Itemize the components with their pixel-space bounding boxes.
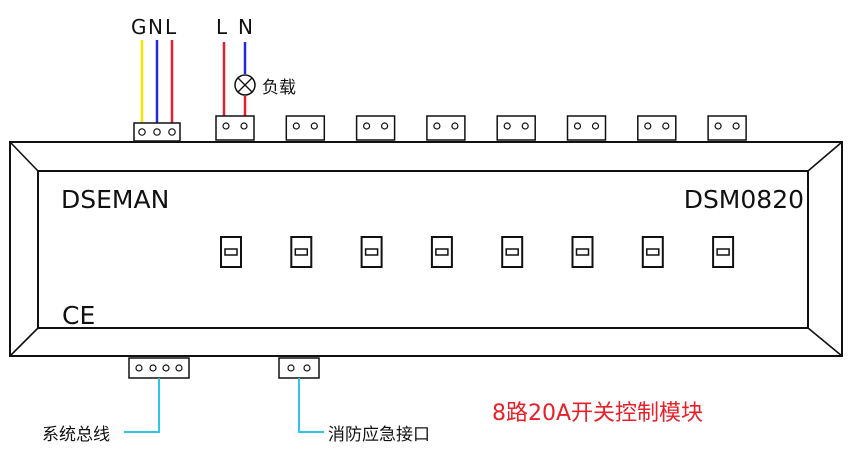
- terminal-screw: [292, 122, 300, 130]
- power-input-wires: G N L: [131, 15, 177, 130]
- terminal-screw: [732, 122, 740, 130]
- terminal-screw: [644, 122, 652, 130]
- model-label: DSM0820: [684, 185, 804, 214]
- relay-output-terminals: [215, 115, 747, 141]
- relay-terminal-2: [285, 115, 326, 141]
- ce-mark: CE: [62, 301, 95, 330]
- fire-interface-terminal: 消防应急接口: [278, 357, 430, 445]
- terminal-screw: [310, 122, 318, 130]
- terminal-screw: [521, 122, 529, 130]
- terminal-screw: [222, 122, 230, 130]
- module-body: DSEMAN DSM0820 CE: [9, 141, 843, 357]
- terminal-screw: [287, 364, 295, 372]
- terminal-screw: [381, 122, 389, 130]
- product-title: 8路20A开关控制模块: [492, 401, 703, 426]
- power-terminal-block: [133, 122, 181, 142]
- manual-switch-2[interactable]: [290, 236, 313, 268]
- fire-interface-label: 消防应急接口: [328, 425, 430, 445]
- terminal-screw: [175, 364, 183, 372]
- terminal-screw: [149, 364, 157, 372]
- manual-switches: [220, 236, 735, 268]
- terminal-screw: [240, 122, 248, 130]
- terminal-screw: [451, 122, 459, 130]
- relay-terminal-3: [355, 115, 396, 141]
- terminal-screw: [162, 364, 170, 372]
- relay-terminal-8: [707, 115, 747, 141]
- fire-interface-leader: [298, 378, 324, 433]
- relay-terminal-5: [496, 115, 536, 141]
- load-label: 负载: [262, 78, 296, 98]
- terminal-screw: [153, 128, 161, 136]
- terminal-screw: [714, 122, 722, 130]
- module-inner-panel: [37, 170, 809, 329]
- manual-switch-4[interactable]: [430, 236, 453, 268]
- terminal-screw: [433, 122, 441, 130]
- brand-label: DSEMAN: [61, 185, 169, 214]
- terminal-screw: [168, 128, 176, 136]
- terminal-screw: [662, 122, 670, 130]
- relay-terminal-4: [426, 115, 466, 141]
- terminal-screw: [363, 122, 371, 130]
- manual-switch-6[interactable]: [571, 236, 594, 268]
- relay-terminal-6: [566, 115, 607, 141]
- label-g: G: [131, 15, 147, 39]
- load-wiring: L N 负载: [216, 15, 296, 124]
- label-l: L: [165, 15, 177, 39]
- terminal-screw: [573, 122, 582, 130]
- terminal-screw: [138, 128, 146, 136]
- relay-terminal-7: [637, 115, 677, 141]
- terminal-screw: [303, 364, 311, 372]
- label-n: N: [148, 15, 163, 39]
- terminal-screw: [135, 364, 143, 372]
- relay-terminal-1: [215, 115, 255, 141]
- terminal-screw: [503, 122, 511, 130]
- label-load-n: N: [238, 15, 253, 39]
- manual-switch-3[interactable]: [360, 236, 383, 268]
- lamp-icon: [234, 74, 256, 96]
- system-bus-label: 系统总线: [42, 425, 110, 445]
- label-load-l: L: [216, 15, 228, 39]
- manual-switch-1[interactable]: [220, 236, 242, 268]
- terminal-screw: [591, 122, 600, 130]
- system-bus-terminal: 系统总线: [42, 357, 190, 445]
- manual-switch-7[interactable]: [641, 236, 664, 268]
- system-bus-leader: [124, 378, 160, 433]
- manual-switch-8[interactable]: [712, 236, 735, 268]
- manual-switch-5[interactable]: [501, 236, 524, 268]
